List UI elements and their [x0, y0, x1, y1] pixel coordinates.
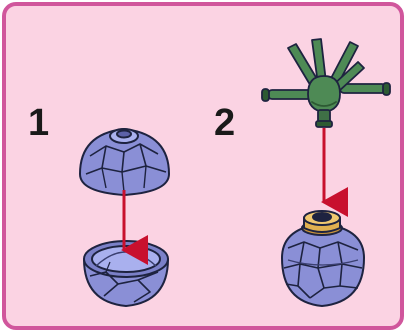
rock-ball-assembled-icon — [282, 211, 364, 306]
rock-dome-top-half-icon — [80, 129, 169, 195]
instruction-panel: 1 2 — [2, 2, 404, 330]
plant-stem-piece-icon — [262, 39, 390, 127]
instruction-illustration — [6, 6, 404, 330]
rock-bowl-bottom-half-icon — [84, 241, 168, 306]
